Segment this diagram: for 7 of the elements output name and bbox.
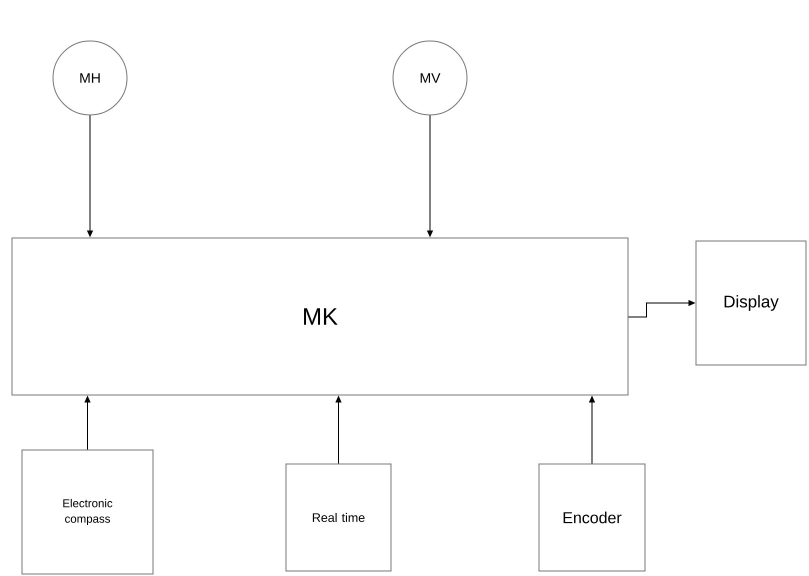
block-box: Real time <box>286 463 392 572</box>
block-box: Display <box>696 240 806 366</box>
block-box: MK <box>12 237 628 396</box>
block-box: Electronic compass <box>22 449 154 574</box>
circle-node: MH <box>52 40 128 116</box>
block-box: Encoder <box>538 463 646 572</box>
circle-node: MV <box>392 40 468 116</box>
